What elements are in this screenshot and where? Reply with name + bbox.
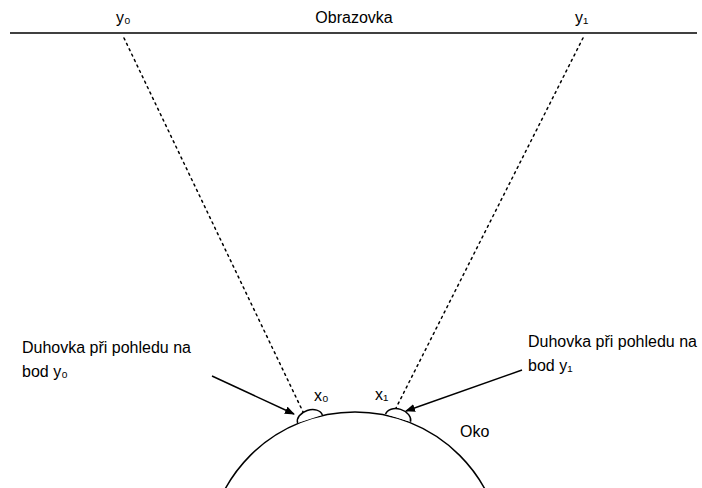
iris-bump (295, 406, 323, 423)
screen-line (10, 32, 697, 34)
gaze-line (124, 38, 305, 416)
screen-label: Obrazovka (315, 6, 392, 30)
eye-label: Oko (460, 420, 489, 444)
leader-arrow (406, 370, 522, 411)
eye-outline (207, 412, 503, 488)
leader-arrow (212, 376, 294, 414)
iris-label: x₀ (314, 384, 329, 408)
iris-label: x₁ (375, 383, 388, 407)
callout-text: Duhovka při pohledu na bod y₁ (528, 330, 698, 378)
screen-point-label: y₁ (575, 6, 588, 30)
iris-bump (386, 406, 413, 422)
callout-text: Duhovka při pohledu na bod y₀ (22, 336, 202, 384)
screen-point-label: y₀ (116, 6, 131, 30)
